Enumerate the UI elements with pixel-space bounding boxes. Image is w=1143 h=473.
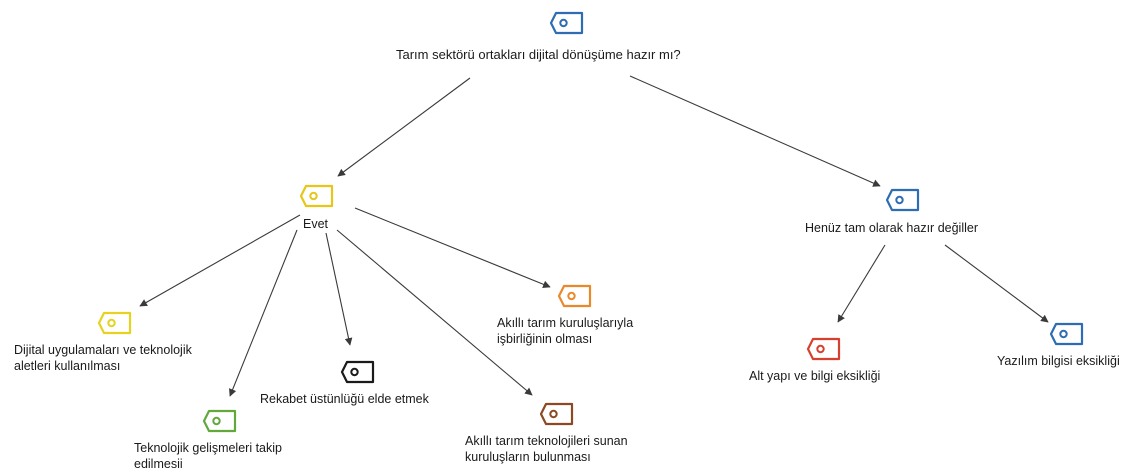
tag-icon bbox=[1049, 322, 1085, 346]
no-child-yazilim-label: Yazılım bilgisi eksikliği bbox=[997, 353, 1120, 369]
label-line: işbirliğinin olması bbox=[497, 332, 593, 346]
connector-no-altyapi bbox=[837, 244, 886, 323]
no-answer-label: Henüz tam olarak hazır değiller bbox=[805, 221, 978, 235]
connector-yes-akilli-teknoloji bbox=[336, 229, 533, 396]
tag-icon-shape bbox=[202, 409, 237, 433]
connector-yes-teknolojik bbox=[229, 229, 298, 397]
label-line: Alt yapı ve bilgi eksikliği bbox=[749, 369, 881, 383]
label-line: Yazılım bilgisi eksikliği bbox=[997, 354, 1120, 368]
label-line: edilmesii bbox=[134, 457, 183, 471]
tag-icon bbox=[557, 284, 593, 308]
connector-yes-dijital bbox=[139, 214, 301, 307]
connector-root-no bbox=[629, 75, 881, 187]
label-line: Akıllı tarım kuruluşlarıyla bbox=[497, 316, 634, 330]
yes-child-akilli-teknoloji-label: Akıllı tarım teknolojileri sunan kuruluş… bbox=[465, 433, 628, 465]
connector-yes-rekabet bbox=[325, 232, 353, 346]
label-line: kuruluşların bulunması bbox=[465, 450, 591, 464]
tag-icon bbox=[549, 11, 585, 35]
no-child-altyapi-label: Alt yapı ve bilgi eksikliği bbox=[749, 368, 880, 384]
tag-icon-shape bbox=[549, 11, 584, 35]
tag-icon bbox=[340, 360, 376, 384]
tag-icon bbox=[539, 402, 575, 426]
connector-yes-akilli-isbirligi bbox=[354, 207, 551, 288]
tag-icon-shape bbox=[539, 402, 574, 426]
tag-icon bbox=[806, 337, 842, 361]
tag-icon bbox=[97, 311, 133, 335]
tag-icon-shape bbox=[557, 284, 592, 308]
tag-icon-shape bbox=[340, 360, 375, 384]
yes-answer-label: Evet bbox=[303, 217, 329, 231]
tag-icon-shape bbox=[806, 337, 841, 361]
root-question-label: Tarım sektörü ortakları dijital dönüşüme… bbox=[396, 47, 681, 62]
yes-child-teknolojik-label: Teknolojik gelişmeleri takip edilmesii bbox=[134, 440, 282, 472]
yes-child-rekabet-label: Rekabet üstünlüğü elde etmek bbox=[260, 391, 429, 407]
tag-icon bbox=[299, 184, 335, 208]
tag-icon bbox=[885, 188, 921, 212]
label-line: aletleri kullanılması bbox=[14, 359, 121, 373]
tag-icon-shape bbox=[97, 311, 132, 335]
tag-icon-shape bbox=[299, 184, 334, 208]
label-line: Rekabet üstünlüğü elde etmek bbox=[260, 392, 429, 406]
yes-child-dijital-label: Dijital uygulamaları ve teknolojik aletl… bbox=[14, 342, 192, 374]
label-line: Dijital uygulamaları ve teknolojik bbox=[14, 343, 192, 357]
label-line: Akıllı tarım teknolojileri sunan bbox=[465, 434, 628, 448]
tag-icon-shape bbox=[1049, 322, 1084, 346]
yes-child-akilli-isbirligi-label: Akıllı tarım kuruluşlarıyla işbirliğinin… bbox=[497, 315, 633, 347]
tag-icon-shape bbox=[885, 188, 920, 212]
connector-no-yazilim bbox=[944, 244, 1049, 323]
tag-icon bbox=[202, 409, 238, 433]
label-line: Teknolojik gelişmeleri takip bbox=[134, 441, 282, 455]
connector-root-yes bbox=[337, 77, 471, 177]
